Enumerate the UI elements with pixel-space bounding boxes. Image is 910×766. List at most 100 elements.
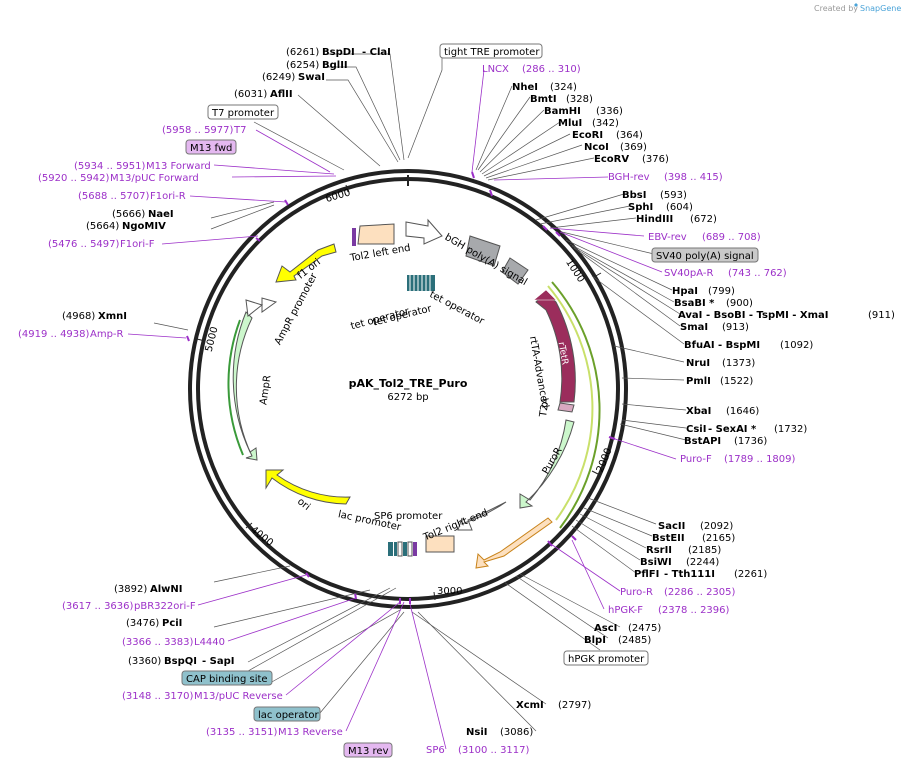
primer-pos: (5688 .. 5707) [78,191,150,202]
site-pos: (342) [592,118,619,129]
site-pos: (1373) [722,358,755,369]
f1-ori-arrow [275,243,337,283]
site-name: RsrII [646,545,672,556]
primer-pos: (3366 .. 3383) [122,637,194,648]
primer-pos: (398 .. 415) [664,172,723,183]
rtta-orf-line [551,281,601,529]
site-name: BmtI [530,94,557,105]
site-pos: (6031) [234,89,267,100]
primer-name: Puro-R [620,587,653,598]
site-pos: (2244) [686,557,719,568]
promoter-cluster [388,541,417,557]
tet-operator-block [407,275,435,291]
tick-1000 [593,272,602,278]
site-pos: (913) [722,322,749,333]
site-pos: (1092) [780,340,813,351]
site-name: BfuAI [684,340,715,351]
site-pos: (376) [642,154,669,165]
site-name: EcoRI [572,130,603,141]
site-pos: (328) [566,94,593,105]
primer-name: Puro-F [680,454,712,465]
site-pos: (2485) [618,635,651,646]
site-pos: (369) [620,142,647,153]
site-pos: (5664) [86,221,119,232]
site-name: EcoRV [594,154,629,165]
ampr-orf-line [227,319,244,456]
site-pos: (604) [666,202,693,213]
tol2-right-end-box [425,535,455,553]
hpgk-promoter-arrow [457,501,507,531]
box-label: lac operator [258,710,319,721]
site-name: AvaI [678,310,702,321]
primer-pos: (5920 .. 5942) [38,173,110,184]
primer-name: T7 [233,125,246,136]
sp6-promoter-label: SP6 promoter [374,511,443,522]
site-pos: (324) [550,82,577,93]
site-pos: (4968) [62,311,95,322]
primer-leader-lines [127,69,677,750]
primer-mark [305,572,310,578]
primer-name: hPGK-F [608,605,643,616]
site-name: BlpI [584,635,606,646]
primer-name: F1ori-R [150,191,186,202]
site-pos: (6254) [286,60,319,71]
primer-name: M13/pUC Reverse [194,691,283,702]
primer-pos: (3135 .. 3151) [206,727,278,738]
primer-pos: (2286 .. 2305) [664,587,736,598]
site-pos: (2165) [702,533,735,544]
primer-mark [186,335,190,342]
site-pos: (6261) [286,47,319,58]
site-name: NsiI [466,727,487,738]
rtetr-arrow [535,291,576,403]
primer-mark [571,535,577,541]
primer-mark [542,225,548,231]
t2a-label: T2A [538,397,552,419]
site-pos: (6249) [262,72,295,83]
site-name: NaeI [148,209,174,220]
primer-labels: (5958 .. 5977) T7 (5934 .. 5951) M13 For… [18,64,796,756]
bgh-polya-label: bGH poly(A) signal [443,232,529,288]
tet-operator-label-3: tet operator [428,289,487,327]
tol2-left-end-label: Tol2 left end [348,243,411,265]
site-pos: (1646) [726,406,759,417]
backbone-outer [188,169,628,609]
primer-mark [284,199,289,206]
primer-mark [471,171,475,179]
site-pos: (2475) [628,623,661,634]
snapgene-logo-icon [854,3,858,7]
primer-mark [489,189,493,197]
tick-6000 [345,184,349,193]
credit-brand: SnapGene [860,4,901,13]
ori-label: ori [295,496,312,513]
primer-name: SP6 [426,745,445,756]
site-name: PciI [162,618,182,629]
site-name: NheI [512,82,538,93]
primer-pos: (1789 .. 1809) [724,454,796,465]
tick-3000 [433,591,436,601]
ampr-promoter-arrow [245,297,278,317]
site-pos: (2797) [558,700,591,711]
primer-pos: (689 .. 708) [702,232,761,243]
ampr-label: AmpR [258,374,273,405]
primer-mark [555,231,561,237]
tol2-left-mark [352,228,356,246]
site-name: BspQI [164,656,197,667]
site-extra: - BsoBI - TspMI - XmaI [706,310,829,321]
puror-arrow [519,419,575,509]
site-name: PmlI [686,376,711,387]
box-label: hPGK promoter [568,654,645,665]
t2a-box [557,402,575,413]
primer-name: M13 Reverse [278,727,343,738]
site-pos: (911) [868,310,895,321]
site-pos: (364) [616,130,643,141]
sv40-polya-box [501,257,529,285]
site-name: BamHI [544,106,581,117]
site-pos: (3892) [114,584,147,595]
ampr-arrow [232,311,258,461]
box-label: T7 promoter [211,108,275,119]
tre-promoter-arrow [405,218,443,245]
tick-2000 [591,470,601,476]
hpgk-orf-arrow [475,517,553,569]
site-name: SacII [658,521,685,532]
primer-name: M13/pUC Forward [110,173,199,184]
